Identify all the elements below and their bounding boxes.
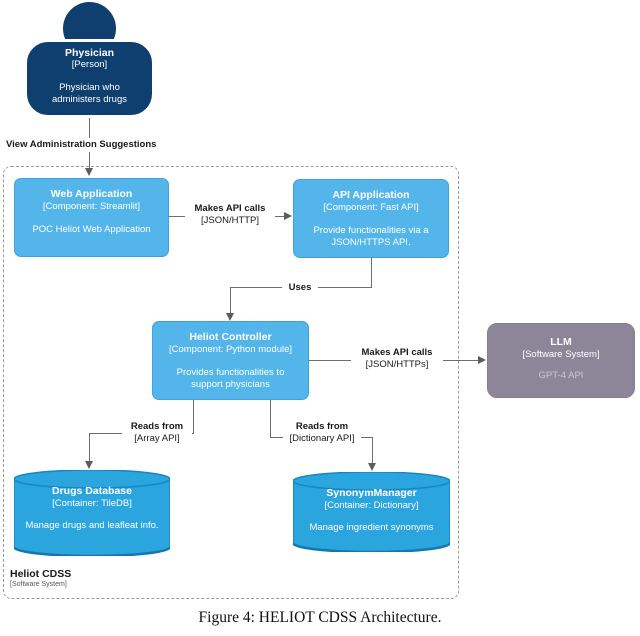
database-cylinder-icon <box>14 470 170 556</box>
edge-label-text: View Administration Suggestions <box>6 139 157 150</box>
edge-controller-synonyms-line <box>270 400 271 438</box>
node-web-application: Web Application [Component: Streamlit] P… <box>14 178 169 257</box>
system-boundary-label: Heliot CDSS [Software System] <box>10 568 71 589</box>
edge-label-view-suggestions: View Administration Suggestions <box>6 138 172 152</box>
edge-label-reads-from-array: Reads from [Array API] <box>122 420 192 445</box>
node-meta: [Person] <box>71 59 108 70</box>
edge-label-text: Makes API calls <box>194 203 266 214</box>
boundary-name: Heliot CDSS <box>10 568 72 580</box>
edge-label-meta: [JSON/HTTP] <box>200 214 260 226</box>
node-meta: [Container: Dictionary] <box>324 500 419 511</box>
node-title: LLM <box>550 336 572 348</box>
edge-controller-synonyms-line <box>372 437 373 464</box>
arrowhead-down-icon <box>85 461 93 469</box>
edge-label-text: Uses <box>288 282 312 293</box>
node-physician: Physician [Person] Physician who adminis… <box>24 39 155 118</box>
node-llm: LLM [Software System] GPT-4 API <box>487 323 635 398</box>
node-title: API Application <box>332 189 410 201</box>
node-title: Physician <box>64 47 115 59</box>
boundary-meta: [Software System] <box>10 581 67 588</box>
edge-label-uses: Uses <box>282 281 318 295</box>
node-meta: [Component: Python module] <box>168 344 293 355</box>
node-title: Heliot Controller <box>189 331 272 343</box>
arrowhead-right-icon <box>284 212 292 220</box>
edge-label-text: Makes API calls <box>361 347 433 358</box>
edge-label-makes-api-calls-http: Makes API calls [JSON/HTTP] <box>185 202 275 227</box>
node-description: Manage ingredient synonyms <box>309 522 434 533</box>
edge-controller-drugsdb-line <box>193 400 194 434</box>
edge-label-meta: [Dictionary API] <box>289 432 355 444</box>
arrowhead-down-icon <box>226 313 234 321</box>
node-drugs-database: Drugs Database [Container: TileDB] Manag… <box>14 470 170 556</box>
edge-label-makes-api-calls-https: Makes API calls [JSON/HTTPs] <box>351 346 443 371</box>
node-meta: [Container: TileDB] <box>52 498 132 509</box>
node-description: POC Heliot Web Application <box>32 224 151 235</box>
edge-controller-drugsdb-line <box>89 433 90 462</box>
arrowhead-right-icon <box>478 356 486 364</box>
edge-apiapp-controller-line <box>371 258 372 288</box>
node-description: Provide functionalities via a JSON/HTTPS… <box>313 225 429 248</box>
node-title: Web Application <box>50 188 133 200</box>
edge-label-meta: [Array API] <box>134 432 180 444</box>
node-title: SynonymManager <box>326 487 417 499</box>
system-boundary <box>3 166 459 599</box>
node-description: Physician who administers drugs <box>52 82 127 105</box>
node-synonym-manager: SynonymManager [Container: Dictionary] M… <box>293 472 450 552</box>
node-heliot-controller: Heliot Controller [Component: Python mod… <box>152 321 309 400</box>
node-description: GPT-4 API <box>538 370 584 381</box>
arrowhead-down-icon <box>85 168 93 176</box>
figure-caption: Figure 4: HELIOT CDSS Architecture. <box>198 609 442 626</box>
node-meta: [Component: Fast API] <box>323 202 419 213</box>
node-title: Drugs Database <box>52 485 132 497</box>
node-meta: [Software System] <box>522 349 600 360</box>
node-description: Provides functionalities to support phys… <box>176 367 285 390</box>
edge-label-text: Reads from <box>130 421 184 432</box>
edge-apiapp-controller-line <box>230 287 231 314</box>
node-meta: [Component: Streamlit] <box>42 201 141 212</box>
edge-label-text: Reads from <box>295 421 349 432</box>
arrowhead-down-icon <box>368 463 376 471</box>
node-api-application: API Application [Component: Fast API] Pr… <box>293 179 449 258</box>
edge-label-reads-from-dictionary: Reads from [Dictionary API] <box>283 420 361 445</box>
database-cylinder-icon <box>293 472 450 552</box>
node-description: Manage drugs and leafleat info. <box>25 520 159 531</box>
edge-label-meta: [JSON/HTTPs] <box>365 358 429 370</box>
